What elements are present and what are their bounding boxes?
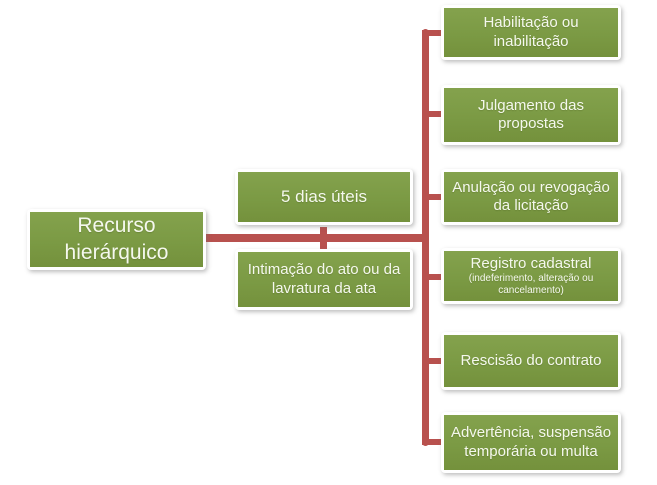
node-label: Anulação ou revogação da licitação <box>444 172 618 222</box>
node-habilitacao: Habilitação ou inabilitação <box>441 5 621 60</box>
node-registro-cadastral: Registro cadastral (indeferimento, alter… <box>441 248 621 304</box>
node-label: Rescisão do contrato <box>444 335 618 387</box>
connector-branch-1 <box>422 30 444 36</box>
connector-branch-2 <box>422 111 444 117</box>
connector-main-horizontal <box>204 234 426 242</box>
node-sublabel: (indeferimento, alteração ou cancelament… <box>468 273 594 296</box>
node-label: Registro cadastral <box>470 254 592 272</box>
node-label: Recurso hierárquico <box>30 212 203 267</box>
node-label: Intimação do ato ou da lavratura da ata <box>238 252 410 307</box>
connector-middle-tick <box>320 227 327 253</box>
node-label: Habilitação ou inabilitação <box>444 8 618 57</box>
node-label: 5 dias úteis <box>238 172 410 222</box>
node-anulacao: Anulação ou revogação da licitação <box>441 169 621 225</box>
node-label: Julgamento das propostas <box>444 88 618 142</box>
node-recurso-hierarquico: Recurso hierárquico <box>27 209 206 270</box>
connector-branch-6 <box>422 439 444 445</box>
node-prazo-5-dias: 5 dias úteis <box>235 169 413 225</box>
node-advertencia: Advertência, suspensão temporária ou mul… <box>441 412 621 473</box>
connector-branch-3 <box>422 194 444 200</box>
node-label-group: Registro cadastral (indeferimento, alter… <box>444 251 618 301</box>
node-julgamento: Julgamento das propostas <box>441 85 621 145</box>
node-intimacao: Intimação do ato ou da lavratura da ata <box>235 249 413 310</box>
connector-branch-5 <box>422 358 444 364</box>
connector-branch-4 <box>422 274 444 280</box>
node-rescisao: Rescisão do contrato <box>441 332 621 390</box>
node-label: Advertência, suspensão temporária ou mul… <box>444 415 618 470</box>
connector-right-trunk <box>422 29 429 446</box>
